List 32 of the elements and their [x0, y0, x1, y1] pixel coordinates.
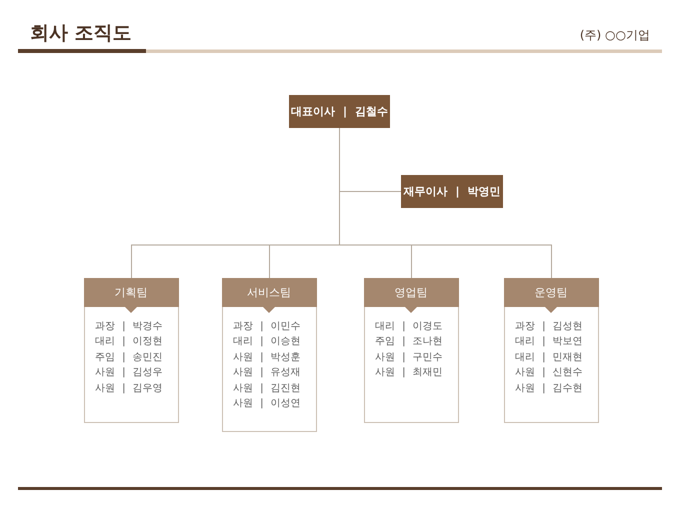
member-entry: 사원 | 박성훈 [233, 350, 301, 364]
team-card [222, 278, 317, 432]
position-box: 대표이사 | 김철수 [289, 95, 390, 128]
member-entry: 대리 | 이정현 [95, 335, 163, 348]
member-entry: 과장 | 이민수 [233, 320, 301, 333]
member-entry: 사원 | 구민수 [375, 350, 443, 364]
team-header: 기획팀 [84, 278, 178, 306]
company-label: (주) ○○기업 [580, 27, 650, 43]
member-entry: 대리 | 박보연 [515, 335, 583, 348]
position-box: 재무이사 | 박영민 [401, 175, 503, 208]
member-entry: 사원 | 최재민 [375, 366, 443, 380]
team-header: 영업팀 [364, 278, 458, 306]
member-entry: 과장 | 박경수 [95, 320, 163, 333]
member-entry: 주임 | 조나현 [375, 335, 443, 348]
team-card [504, 278, 599, 423]
member-entry: 주임 | 송민진 [95, 350, 163, 364]
member-entry: 사원 | 김진현 [233, 382, 301, 395]
member-entry: 사원 | 김수현 [515, 382, 583, 395]
member-entry: 사원 | 유성재 [233, 366, 301, 380]
member-entry: 대리 | 이승현 [233, 335, 301, 348]
team-header: 운영팀 [504, 278, 598, 306]
member-entry: 대리 | 이경도 [375, 320, 443, 333]
member-entry: 사원 | 이성연 [233, 397, 301, 410]
member-entry: 사원 | 신현수 [515, 366, 583, 380]
member-entry: 과장 | 김성현 [515, 320, 583, 333]
title: 회사 조직도 [30, 21, 132, 46]
team-header: 서비스팀 [222, 278, 316, 306]
member-entry: 사원 | 김성우 [95, 366, 163, 380]
team-card [84, 278, 179, 423]
team-card [364, 278, 459, 423]
member-entry: 대리 | 민재현 [515, 350, 583, 364]
member-entry: 사원 | 김우영 [95, 382, 163, 395]
